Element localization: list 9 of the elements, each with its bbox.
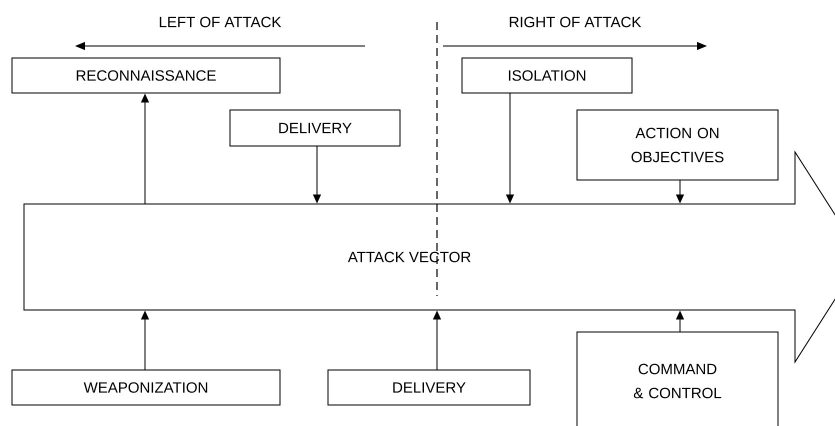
- step-box: WEAPONIZATION: [12, 370, 280, 406]
- step-box: DELIVERY: [230, 110, 400, 146]
- section-heading: RIGHT OF ATTACK: [510, 16, 642, 28]
- section-heading: LEFT OF ATTACK: [160, 16, 282, 28]
- step-box: ISOLATION: [462, 58, 632, 94]
- step-box: DELIVERY: [328, 370, 530, 406]
- step-box: RECONNAISSANCE: [12, 58, 280, 94]
- step-box: ACTION ON OBJECTIVES: [576, 110, 778, 180]
- step-box: COMMAND & CONTROL: [576, 332, 778, 426]
